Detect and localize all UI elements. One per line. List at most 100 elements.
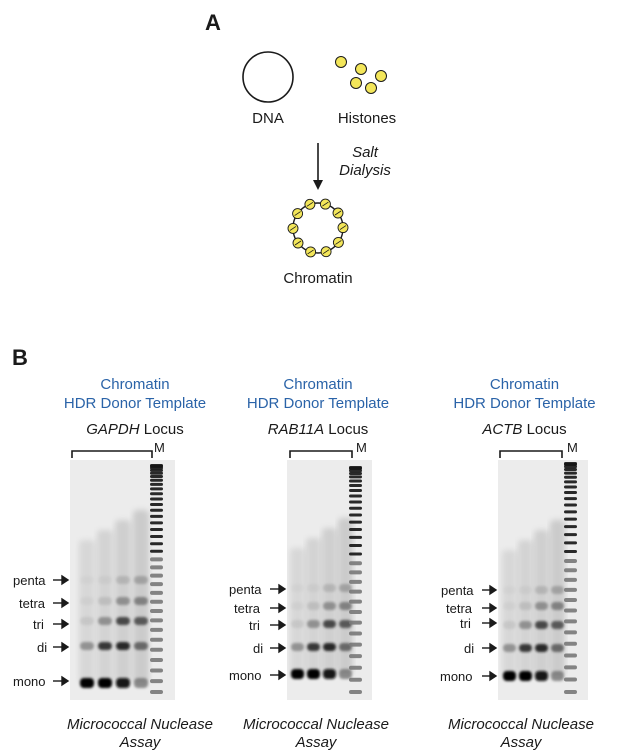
gel-band: [551, 621, 564, 629]
gel-smear: [338, 518, 353, 674]
gel-smear: [97, 530, 113, 683]
marker-band: [349, 654, 362, 659]
gel-band: [323, 584, 336, 592]
marker-band: [564, 525, 577, 529]
marker-band: [349, 544, 362, 548]
marker-band: [150, 637, 163, 642]
gel1-assay-line2: Assay: [119, 734, 161, 751]
marker-band: [349, 513, 362, 517]
gel3-bracket: [499, 450, 563, 458]
gel2-locus-word: Locus: [328, 421, 369, 438]
marker-band: [349, 506, 362, 510]
marker-band: [349, 552, 362, 556]
marker-band: [349, 677, 362, 682]
gel-band: [307, 620, 320, 628]
marker-band: [150, 582, 163, 587]
gel2-locus-gene: RAB11A: [267, 421, 325, 438]
nucleosome-wrap-icon: [322, 201, 329, 207]
marker-band: [150, 573, 163, 578]
marker-band: [150, 497, 163, 501]
gel1-title-line1: Chromatin: [100, 376, 170, 393]
gel2-label-tetra: tetra: [234, 601, 261, 616]
gel-band: [134, 642, 148, 650]
marker-band: [150, 471, 163, 475]
marker-band: [564, 690, 577, 694]
marker-band: [150, 599, 163, 604]
gel3-title-line1: Chromatin: [489, 376, 560, 393]
gel3-marker-label: M: [567, 440, 578, 455]
gel2-label-tri: tri: [249, 618, 260, 633]
marker-band: [564, 653, 577, 658]
gel-band: [98, 576, 112, 584]
band-arrowhead-icon: [489, 584, 498, 596]
marker-band: [564, 587, 577, 592]
marker-band: [150, 475, 163, 479]
gel-band: [535, 644, 548, 652]
band-arrowhead-icon: [61, 574, 70, 586]
gel1-label-mono: mono: [13, 674, 46, 689]
gel-band: [80, 597, 94, 605]
marker-band: [564, 641, 577, 646]
gel3-locus: ACTB Locus: [432, 421, 617, 438]
marker-band: [150, 478, 163, 482]
gel2-title: Chromatin HDR Donor Template: [213, 375, 423, 413]
marker-band: [150, 549, 163, 553]
gel3-assay: Micrococcal Nuclease Assay: [425, 716, 617, 752]
band-arrowhead-icon: [61, 675, 70, 687]
marker-band: [564, 577, 577, 582]
marker-band: [564, 517, 577, 521]
gel-band: [80, 617, 94, 625]
marker-band: [349, 479, 362, 483]
gel1-title: Chromatin HDR Donor Template: [30, 375, 240, 413]
gel2-label-di: di: [253, 641, 264, 656]
gel-band: [519, 602, 532, 610]
marker-band: [150, 492, 163, 496]
marker-band: [150, 508, 163, 512]
gel3-label-penta: penta: [441, 583, 474, 598]
gel-band: [339, 620, 352, 628]
gel-band: [80, 678, 94, 688]
marker-band: [564, 541, 577, 545]
gel-band: [307, 669, 320, 679]
marker-band: [564, 497, 577, 501]
marker-band: [349, 494, 362, 498]
gel-band: [339, 643, 352, 651]
marker-band: [150, 618, 163, 623]
marker-band: [150, 608, 163, 613]
gel-band: [339, 669, 352, 679]
marker-band: [349, 620, 362, 625]
gel-band: [291, 584, 304, 592]
marker-band: [349, 471, 362, 475]
gel-band: [291, 643, 304, 651]
marker-band: [150, 647, 163, 652]
gel-band: [291, 602, 304, 610]
gel2-title-line1: Chromatin: [283, 376, 353, 393]
marker-band: [349, 690, 362, 694]
marker-band: [564, 608, 577, 613]
gel1-assay-line1: Micrococcal Nuclease: [67, 716, 213, 733]
gel-band: [134, 576, 148, 584]
gel3-assay-line1: Micrococcal Nuclease: [448, 716, 594, 733]
marker-band: [564, 568, 577, 573]
marker-band: [150, 658, 163, 663]
panel-a-letter: A: [205, 10, 221, 35]
nucleosome-wrap-icon: [294, 211, 301, 216]
marker-band: [564, 510, 577, 514]
gel-band: [323, 620, 336, 628]
marker-band: [564, 465, 577, 469]
marker-band: [564, 468, 577, 472]
dialysis-arrow-icon: [313, 143, 323, 190]
gel-band: [519, 621, 532, 629]
gel-band: [535, 671, 548, 681]
gel-band: [339, 602, 352, 610]
marker-band: [150, 627, 163, 632]
marker-band: [349, 665, 362, 670]
process-line2: Dialysis: [339, 162, 391, 179]
marker-band: [564, 598, 577, 603]
marker-band: [349, 500, 362, 504]
gel-band: [134, 617, 148, 625]
marker-band: [150, 690, 163, 694]
marker-band: [150, 521, 163, 525]
marker-band: [564, 533, 577, 537]
gel2-assay-line1: Micrococcal Nuclease: [243, 716, 389, 733]
